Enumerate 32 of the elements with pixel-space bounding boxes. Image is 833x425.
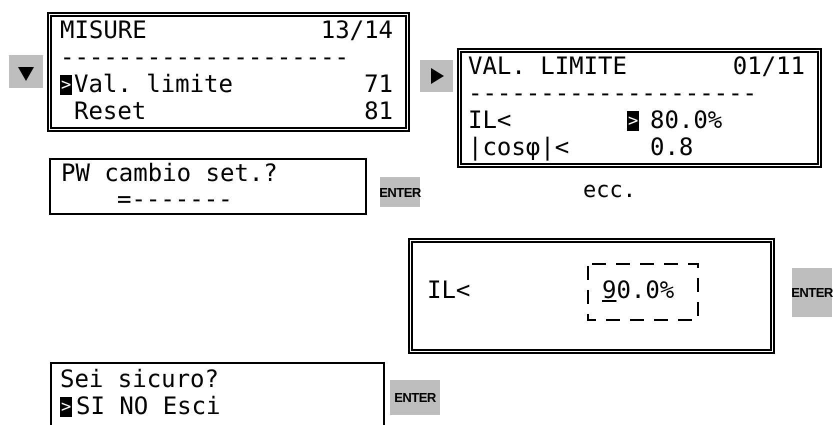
- parameter-name: |cosφ|<: [468, 134, 570, 161]
- value-text: 80.0%: [650, 107, 722, 134]
- prompt-text: Sei sicuro?: [60, 366, 219, 393]
- note-text: ecc.: [583, 178, 636, 203]
- menu-options: SI NO Esci: [76, 393, 220, 420]
- divider-line: --------------------: [468, 80, 757, 107]
- display-screen: [47, 12, 410, 132]
- enter-key: ENTER: [792, 268, 832, 317]
- display-screen: [457, 48, 822, 168]
- cursor-marker: >: [60, 75, 72, 95]
- value-text: 81: [364, 98, 393, 125]
- password-field: =-------: [117, 186, 233, 213]
- value-text: 0.8: [650, 134, 694, 161]
- cursor-marker: >: [627, 111, 640, 131]
- parameter-name: IL<: [427, 277, 470, 304]
- page-counter: 13/14: [320, 17, 393, 44]
- edit-value: 90.0%: [602, 277, 674, 304]
- value-text: 71: [364, 71, 393, 98]
- screen-title: VAL. LIMITE: [468, 53, 627, 80]
- menu-item: Reset: [74, 98, 146, 125]
- display-screen: [50, 362, 385, 425]
- enter-key: ENTER: [390, 380, 440, 415]
- prompt-text: PW cambio set.?: [61, 160, 278, 187]
- enter-key: ENTER: [380, 177, 420, 207]
- screen-title: MISURE: [60, 17, 147, 44]
- display-screen: [408, 238, 775, 354]
- parameter-name: IL<: [468, 107, 512, 134]
- display-screen: [49, 158, 367, 215]
- menu-item: Val. limite: [74, 71, 233, 98]
- page-counter: 01/11: [732, 53, 805, 80]
- divider-line: --------------------: [60, 44, 349, 71]
- cursor-marker: >: [60, 397, 72, 417]
